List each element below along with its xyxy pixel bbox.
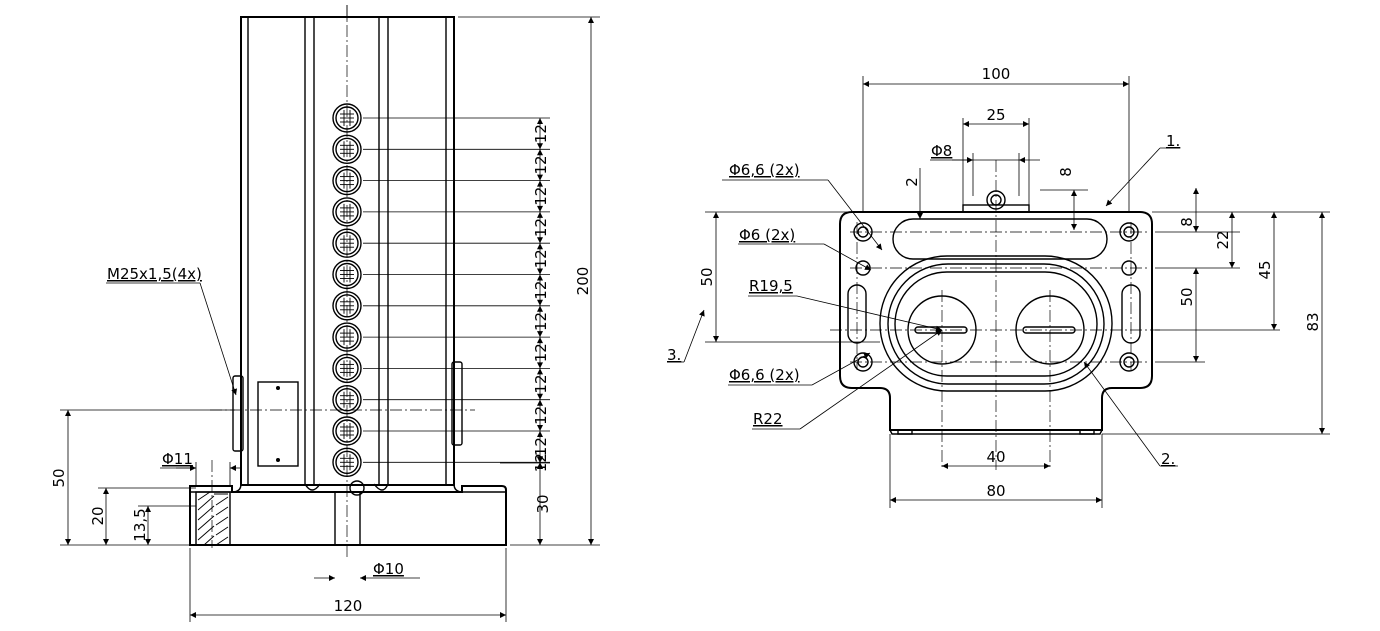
pitch-label: 12 — [532, 437, 550, 456]
lamp — [332, 259, 362, 290]
lamp — [332, 134, 362, 165]
dim-r8: 8 — [1178, 217, 1196, 227]
callout-hole-a: Φ6,6 (2x) — [729, 161, 800, 179]
dim-w80: 80 — [986, 482, 1005, 500]
callout-hole-c: Φ6,6 (2x) — [729, 366, 800, 384]
pitch-label: 12 — [532, 343, 550, 362]
dim-h13-5: 13,5 — [131, 508, 149, 541]
dim-w40: 40 — [986, 448, 1005, 466]
top-view: 100 25 Φ8 2 8 8 22 50 45 83 — [667, 65, 1330, 508]
dim-bore: Φ10 — [373, 560, 404, 578]
pitch-label: 12 — [532, 218, 550, 237]
dim-hole-dia: Φ11 — [162, 450, 193, 468]
label-2: 2. — [1161, 450, 1175, 468]
dim-d8: Φ8 — [931, 142, 952, 160]
lamp — [332, 291, 362, 321]
dim-w100: 100 — [982, 65, 1011, 83]
callout-r19-5: R19,5 — [749, 277, 793, 295]
pitch-label: 12 — [532, 249, 550, 268]
dim-v8-top: 8 — [1057, 167, 1075, 177]
dim-h50: 50 — [50, 468, 68, 487]
lamp — [332, 197, 362, 227]
pitch-label: 12 — [532, 406, 550, 425]
base-plate — [189, 485, 507, 546]
dim-total-height: 200 — [574, 267, 592, 296]
dim-h20: 20 — [89, 506, 107, 525]
label-3: 3. — [667, 346, 681, 364]
dim-left50: 50 — [698, 267, 716, 286]
lamp — [332, 228, 362, 258]
dim-r45: 45 — [1256, 260, 1274, 279]
lamp — [332, 353, 362, 384]
label-1: 1. — [1166, 132, 1180, 150]
lamp-stack — [332, 103, 362, 477]
dim-r83: 83 — [1304, 312, 1322, 331]
thread-callout: M25x1,5(4x) — [107, 265, 202, 283]
callout-hole-b: Φ6 (2x) — [739, 226, 795, 244]
lamp — [332, 385, 362, 415]
lamp — [332, 322, 362, 352]
callout-r22: R22 — [753, 410, 783, 428]
pitch-label: 12 — [532, 281, 550, 300]
lamp — [332, 103, 362, 133]
lamp — [332, 416, 362, 446]
dim-w25: 25 — [986, 106, 1005, 124]
lamp — [332, 447, 362, 477]
lamp — [332, 165, 362, 196]
column-outline — [240, 16, 455, 486]
dim-base-height: 30 — [534, 494, 552, 513]
dim-r22: 22 — [1214, 230, 1232, 249]
dim-v2: 2 — [903, 177, 921, 187]
dim-width: 120 — [334, 597, 363, 615]
pitch-label: 12 — [532, 155, 550, 174]
dim-r50: 50 — [1178, 287, 1196, 306]
pitch-label: 12 — [532, 124, 550, 143]
pitch-label: 12 — [532, 375, 550, 394]
pitch-label: 12 — [532, 187, 550, 206]
pitch-label: 12 — [532, 312, 550, 331]
